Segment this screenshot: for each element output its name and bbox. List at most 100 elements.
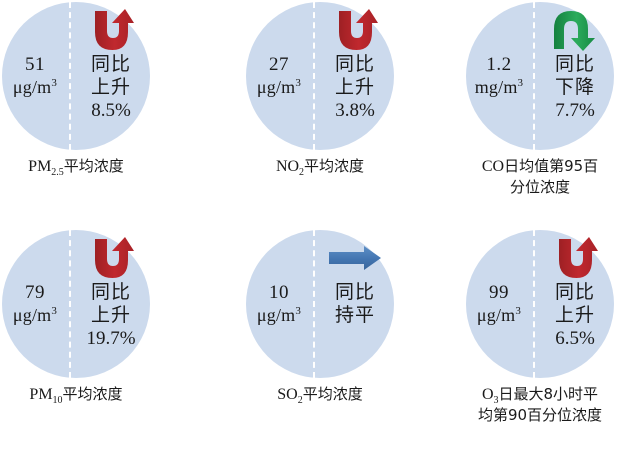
value-text: 27 — [269, 54, 289, 75]
circle-background — [466, 2, 614, 150]
trend-line-1: 同比 — [90, 281, 131, 303]
circle-divider — [313, 2, 315, 150]
trend-half: 同比 上升 19.7% — [72, 230, 150, 378]
value-half: 10 μg/m3 — [246, 230, 312, 378]
trend-half: 同比 持平 — [316, 230, 394, 378]
trend-half: 同比 上升 3.8% — [316, 2, 394, 150]
indicator-panel-so2: 10 μg/m3 同比 持平 SO2平均浓度 — [218, 228, 432, 407]
indicator-circle: 1.2 mg/m3 同比 下降 7.7% — [466, 2, 614, 150]
caption-line-2: 均第90百分位浓度 — [477, 406, 603, 424]
panel-caption: NO2平均浓度 — [244, 156, 396, 179]
caption-subscript: 10 — [52, 395, 63, 407]
caption-prefix: PM — [28, 158, 52, 175]
unit-main: μg/m — [12, 77, 52, 97]
indicator-circle: 27 μg/m3 同比 上升 3.8% — [246, 2, 394, 150]
circle-divider — [69, 2, 71, 150]
panel-caption: PM10平均浓度 — [0, 384, 152, 407]
unit-text: μg/m3 — [257, 76, 301, 98]
unit-exponent: 3 — [515, 305, 522, 317]
trend-half: 同比 上升 8.5% — [72, 2, 150, 150]
trend-line-1: 同比 — [90, 53, 131, 75]
unit-exponent: 3 — [51, 305, 58, 317]
unit-text: μg/m3 — [13, 76, 57, 98]
trend-line-2: 上升 — [90, 76, 131, 98]
value-half: 99 μg/m3 — [466, 230, 532, 378]
value-half: 1.2 mg/m3 — [466, 2, 532, 150]
caption-suffix: 平均浓度 — [304, 157, 365, 175]
unit-main: μg/m — [256, 305, 296, 325]
indicator-panel-o3: 99 μg/m3 同比 上升 6.5% O3日最大8小时平 均 — [432, 228, 643, 425]
unit-exponent: 3 — [295, 77, 302, 89]
caption-subscript: 3 — [493, 395, 499, 407]
caption-suffix: 平均浓度 — [302, 385, 363, 403]
caption-line-2: 分位浓度 — [509, 178, 570, 196]
trend-half: 同比 上升 6.5% — [536, 230, 614, 378]
panel-caption: PM2.5平均浓度 — [0, 156, 152, 179]
indicator-circle: 99 μg/m3 同比 上升 6.5% — [466, 230, 614, 378]
unit-text: mg/m3 — [475, 76, 524, 98]
value-half: 79 μg/m3 — [2, 230, 68, 378]
unit-exponent: 3 — [51, 77, 58, 89]
trend-percent: 3.8% — [335, 100, 375, 121]
caption-prefix: CO — [481, 158, 505, 175]
trend-percent: 19.7% — [86, 328, 136, 349]
caption-prefix: NO — [275, 158, 300, 175]
indicator-circle: 79 μg/m3 同比 上升 19.7% — [2, 230, 150, 378]
caption-prefix: SO — [277, 386, 298, 403]
value-text: 99 — [489, 282, 509, 303]
caption-subscript: 2 — [299, 167, 305, 179]
value-text: 1.2 — [486, 54, 512, 75]
arrow-u-turn-up-icon — [325, 8, 385, 52]
value-half: 51 μg/m3 — [2, 2, 68, 150]
circle-divider — [69, 230, 71, 378]
caption-suffix: 日均值第95百 — [504, 157, 599, 175]
arrow-u-turn-up-icon — [81, 236, 141, 280]
trend-line-2: 上升 — [334, 76, 375, 98]
unit-main: μg/m — [256, 77, 296, 97]
unit-exponent: 3 — [517, 77, 524, 89]
unit-text: μg/m3 — [257, 304, 301, 326]
caption-prefix: PM — [29, 386, 53, 403]
trend-line-2: 上升 — [554, 304, 595, 326]
panel-caption: CO日均值第95百 分位浓度 — [456, 156, 624, 197]
trend-line-1: 同比 — [554, 281, 595, 303]
indicator-panel-no2: 27 μg/m3 同比 上升 3.8% NO2平均浓度 — [218, 0, 432, 179]
value-text: 79 — [25, 282, 45, 303]
unit-text: μg/m3 — [13, 304, 57, 326]
indicator-panel-pm25: 51 μg/m3 同比 上升 8.5% PM2.5平均浓度 — [0, 0, 214, 179]
caption-suffix: 平均浓度 — [62, 385, 123, 403]
arrow-u-turn-up-icon — [545, 236, 605, 280]
panel-caption: O3日最大8小时平 均第90百分位浓度 — [456, 384, 624, 425]
circle-divider — [313, 230, 315, 378]
value-text: 10 — [269, 282, 289, 303]
caption-subscript: 2.5 — [51, 167, 64, 179]
trend-percent: 8.5% — [91, 100, 131, 121]
caption-subscript: 2 — [297, 395, 303, 407]
trend-line-1: 同比 — [554, 53, 595, 75]
caption-prefix: O — [481, 386, 494, 403]
trend-line-2: 下降 — [554, 76, 595, 98]
trend-line-1: 同比 — [334, 281, 375, 303]
arrow-right-flat-icon — [325, 236, 385, 280]
arrow-u-turn-up-icon — [81, 8, 141, 52]
panel-caption: SO2平均浓度 — [244, 384, 396, 407]
circle-divider — [533, 2, 535, 150]
caption-suffix: 日最大8小时平 — [498, 385, 599, 403]
indicator-panel-co: 1.2 mg/m3 同比 下降 7.7% CO日均值第95百 — [432, 0, 643, 197]
circle-divider — [533, 230, 535, 378]
trend-percent: 6.5% — [555, 328, 595, 349]
arrow-arch-down-icon — [545, 8, 605, 52]
trend-line-2: 持平 — [334, 304, 375, 326]
unit-main: μg/m — [476, 305, 516, 325]
trend-line-2: 上升 — [90, 304, 131, 326]
value-half: 27 μg/m3 — [246, 2, 312, 150]
indicator-circle: 51 μg/m3 同比 上升 8.5% — [2, 2, 150, 150]
trend-half: 同比 下降 7.7% — [536, 2, 614, 150]
unit-main: μg/m — [12, 305, 52, 325]
trend-line-1: 同比 — [334, 53, 375, 75]
indicator-circle: 10 μg/m3 同比 持平 — [246, 230, 394, 378]
caption-suffix: 平均浓度 — [63, 157, 124, 175]
unit-text: μg/m3 — [477, 304, 521, 326]
value-text: 51 — [25, 54, 45, 75]
